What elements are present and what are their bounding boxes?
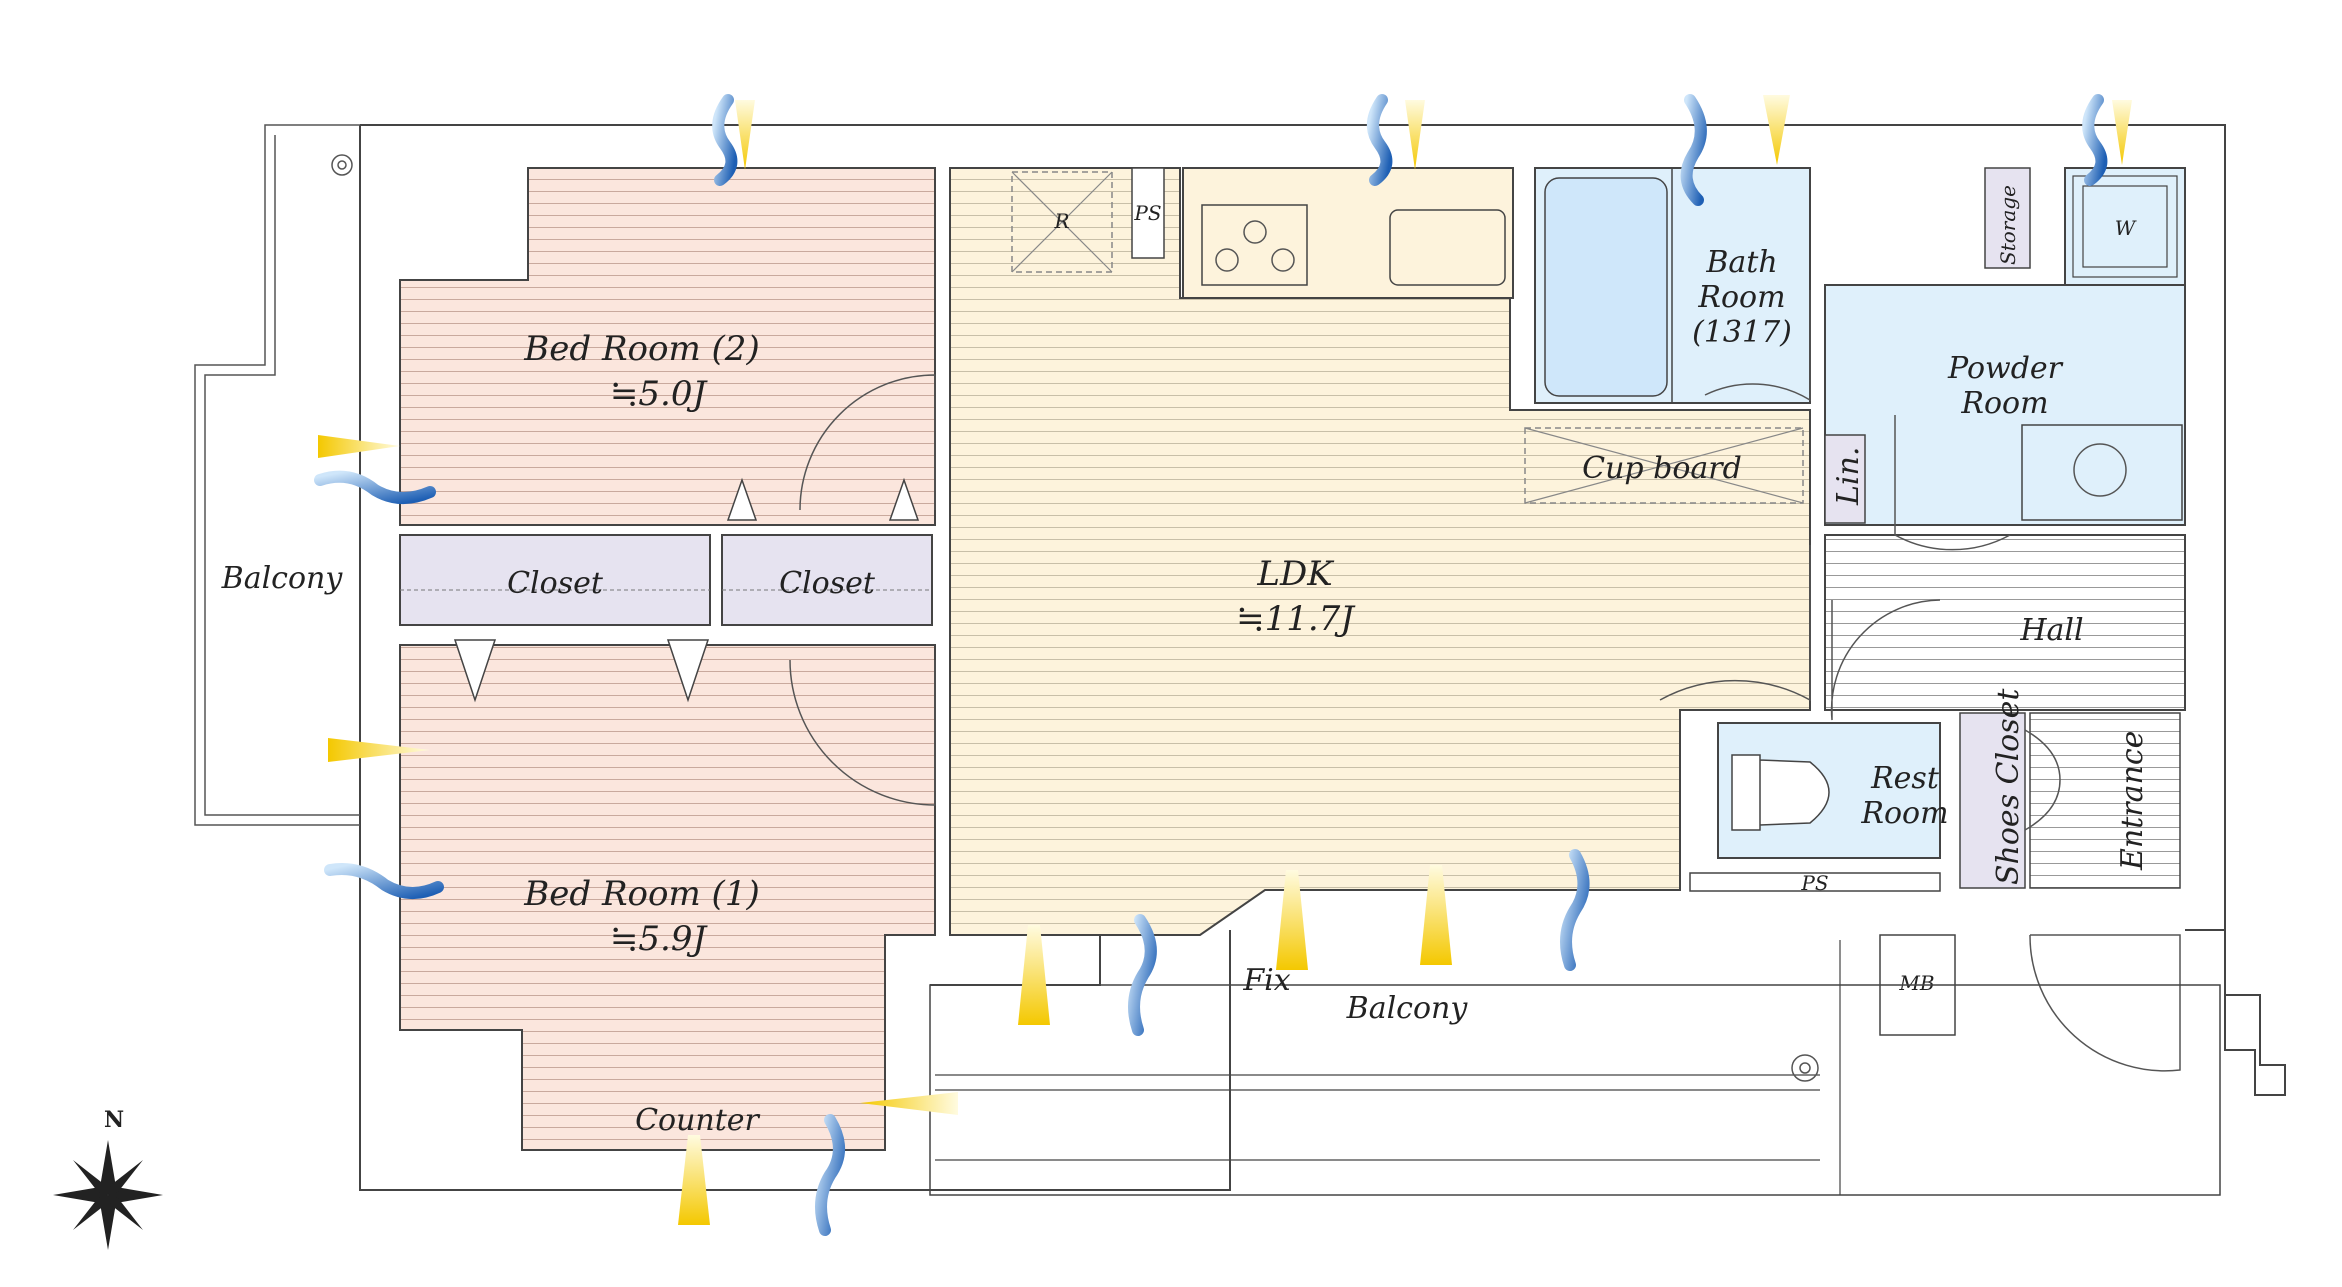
fridge-space: R: [1011, 171, 1113, 273]
ldk-size: ≒11.7J: [1236, 599, 1356, 639]
entrance-label: Entrance: [2115, 731, 2150, 871]
stove: [1201, 204, 1308, 286]
linen-label: Lin.: [1831, 447, 1866, 506]
entrance-floor: [2029, 712, 2181, 889]
shoes-closet: [1959, 712, 2026, 889]
compass-north-label: N: [104, 1107, 124, 1133]
balcony-south-label: Balcony: [1346, 991, 1469, 1026]
ps-shaft-rest: [1689, 872, 1941, 892]
closet-left: [399, 534, 711, 626]
bedroom-1-name: Bed Room (1): [523, 874, 759, 914]
rest-room-label-2: Room: [1860, 796, 1948, 831]
powder-room-label-2: Room: [1960, 386, 2048, 421]
powder-room-label-1: Powder: [1947, 351, 2064, 386]
ldk-name: LDK: [1256, 554, 1335, 594]
toilet: [1731, 754, 1830, 831]
hall-floor: [1824, 534, 2186, 711]
south-balcony: [929, 935, 2221, 1196]
counter-label: Counter: [635, 1103, 760, 1138]
closet-right-label: Closet: [779, 566, 876, 601]
bedroom-1-size: ≒5.9J: [610, 919, 709, 959]
ps-rest-label: PS: [1800, 871, 1828, 895]
bath-room-label-1: Bath: [1705, 245, 1777, 280]
bath-room-label-3: (1317): [1692, 315, 1792, 350]
hall-label: Hall: [2019, 613, 2083, 648]
closet-left-label: Closet: [507, 566, 604, 601]
kitchen-sink: [1389, 209, 1506, 286]
bedroom-2-name: Bed Room (2): [523, 329, 759, 369]
mb-label: MB: [1898, 971, 1934, 995]
cupboard: Cup board: [1524, 427, 1804, 504]
shoes-closet-label: Shoes Closet: [1991, 688, 2026, 885]
entrance-door-swing: [2029, 934, 2181, 1072]
bathtub: [1544, 177, 1668, 397]
powder-room: [1824, 284, 2186, 526]
ps-shaft-kitchen: [1131, 167, 1165, 259]
bedroom-2-size: ≒5.0J: [610, 374, 709, 414]
bedroom-2-floor: [399, 167, 936, 526]
washbasin: [2021, 424, 2183, 521]
rest-room-label-1: Rest: [1870, 761, 1940, 796]
breeze-arrows: [314, 94, 2108, 1236]
bath-room-label-2: Room: [1697, 280, 1785, 315]
storage: [1984, 167, 2031, 269]
balcony-west-label: Balcony: [221, 561, 344, 596]
washer-space: [2064, 167, 2186, 286]
ps-kitchen-label: PS: [1133, 201, 1161, 225]
storage-label: Storage: [1996, 185, 2020, 265]
cupboard-label: Cup board: [1582, 451, 1742, 486]
outer-walls: [194, 124, 2286, 1191]
kitchen-counter: [1182, 167, 1514, 299]
linen-closet: [1824, 434, 1866, 524]
door-swings: [789, 290, 2011, 806]
closet-right: [721, 534, 933, 626]
washer-label: W: [2115, 216, 2137, 240]
light-arrows: [318, 95, 2132, 1225]
ldk-floor: [949, 167, 1811, 936]
fridge-label: R: [1053, 209, 1069, 233]
compass-rose: N: [53, 1107, 163, 1250]
fix-window-label: Fix: [1242, 963, 1290, 998]
